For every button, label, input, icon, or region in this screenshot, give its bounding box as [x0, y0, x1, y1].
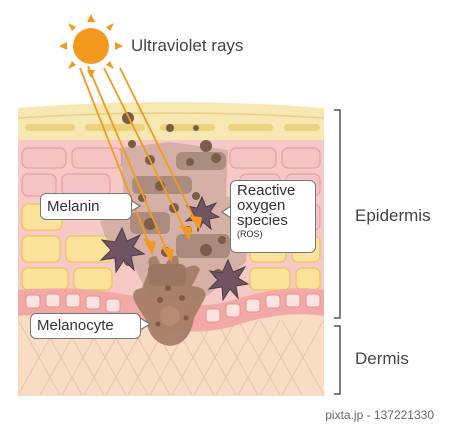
melanocyte-label: Melanocyte — [37, 317, 114, 334]
ros-burst — [99, 195, 250, 302]
dermis-bracket — [334, 325, 341, 395]
melanin-callout: Melanin — [40, 193, 132, 220]
ros-label-line2: oxygen — [237, 197, 286, 214]
watermark-text: pixta.jp - 137221330 — [325, 408, 434, 422]
stratum-corneum — [17, 102, 325, 140]
ros-label-line3: species — [237, 212, 288, 229]
ros-callout: Reactive oxygen species (ROS) — [230, 180, 316, 253]
sun-icon — [59, 14, 123, 78]
uv-rays — [79, 65, 203, 263]
watermark-bar: pixta.jp - 137221330 — [0, 402, 450, 428]
dermis-label: Dermis — [355, 349, 409, 368]
uv-title: Ultraviolet rays — [131, 36, 244, 55]
epidermis-bracket — [334, 109, 341, 319]
epidermis-label: Epidermis — [355, 206, 431, 225]
melanocyte-callout: Melanocyte — [30, 313, 141, 339]
melanocyte — [133, 255, 206, 346]
melanin-label: Melanin — [47, 198, 100, 215]
ros-label-line1: Reactive — [237, 182, 296, 199]
ros-label-abbrev: (ROS) — [237, 229, 263, 239]
dermis-fiber-pattern — [17, 319, 325, 396]
